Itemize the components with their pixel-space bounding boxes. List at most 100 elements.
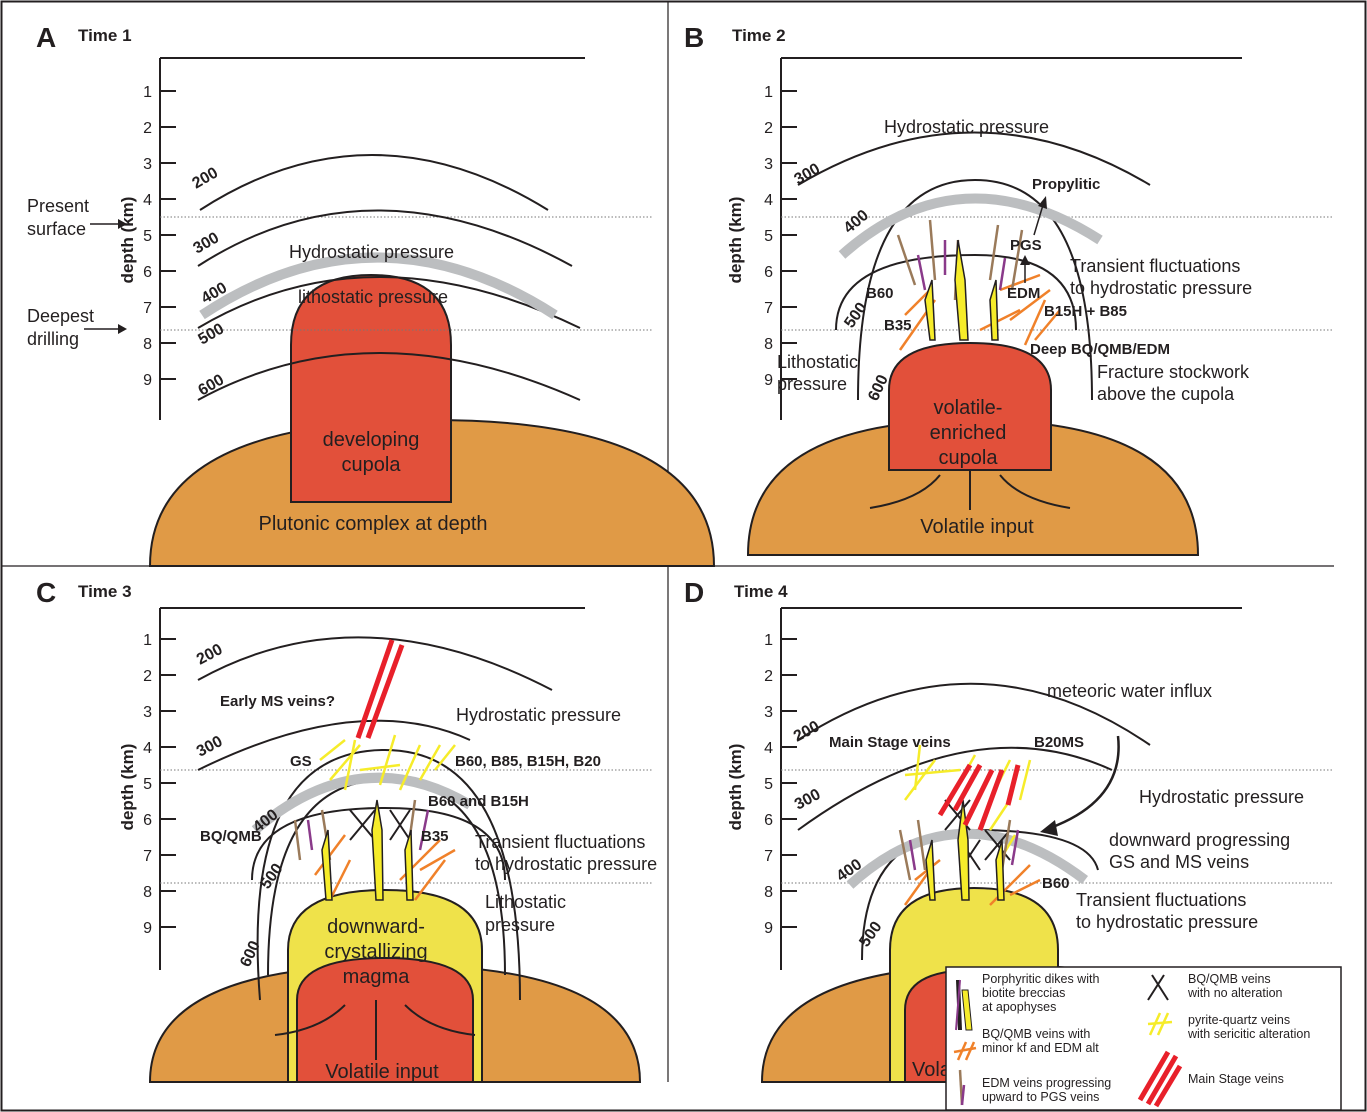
- propylitic-label: Propylitic: [1032, 176, 1100, 193]
- panel-time: Time 2: [732, 26, 786, 45]
- depth-tick: 3: [143, 156, 152, 173]
- magma-label-2: crystallizing: [324, 941, 427, 963]
- drilling-label-2: drilling: [27, 329, 79, 349]
- transient-label-2: to hydrostatic pressure: [1070, 278, 1252, 298]
- depth-tick: 8: [764, 884, 773, 901]
- magma-label-1: downward-: [327, 916, 425, 938]
- depth-tick: 9: [143, 372, 152, 389]
- bq-qmb-label: BQ/QMB: [200, 828, 262, 845]
- depth-tick: 9: [764, 920, 773, 937]
- depth-tick: 4: [764, 192, 773, 209]
- gs-label: GS: [290, 753, 312, 770]
- legend-dikes-2: biotite breccias: [982, 986, 1065, 1000]
- hydrostatic-label: Hydrostatic pressure: [884, 117, 1049, 137]
- present-label-1: Present: [27, 196, 89, 216]
- magma-label-3: magma: [343, 966, 411, 988]
- drilling-arrow-head: [118, 324, 127, 334]
- depth-tick: 1: [143, 84, 152, 101]
- main-stage-label: Main Stage veins: [829, 734, 951, 751]
- isotherm-label: 200: [194, 641, 226, 669]
- edm-label: EDM: [1007, 285, 1040, 302]
- depth-tick: 9: [143, 920, 152, 937]
- legend-dikes-3: at apophyses: [982, 1000, 1056, 1014]
- b60-b15h-label: B60 and B15H: [428, 793, 529, 810]
- isotherm-label: 200: [791, 718, 823, 746]
- panel-letter: C: [36, 577, 56, 608]
- depth-tick: 4: [764, 740, 773, 757]
- legend-bq-minor-1: BQ/QMB veins with: [982, 1027, 1090, 1041]
- isotherm-label: 200: [190, 164, 222, 192]
- legend-pyrite-2: with sericitic alteration: [1187, 1027, 1310, 1041]
- volatile-input-label: Volatile input: [920, 516, 1034, 538]
- legend-ms: Main Stage veins: [1188, 1072, 1284, 1086]
- b20ms-label: B20MS: [1034, 734, 1084, 751]
- deep-label: Deep BQ/QMB/EDM: [1030, 341, 1170, 358]
- depth-tick: 8: [143, 884, 152, 901]
- panel-letter: A: [36, 22, 56, 53]
- fracture-label-2: above the cupola: [1097, 384, 1235, 404]
- legend-bq-none-1: BQ/QMB veins: [1188, 972, 1271, 986]
- depth-tick: 2: [143, 120, 152, 137]
- depth-tick: 3: [143, 704, 152, 721]
- b60-label: B60: [866, 285, 894, 302]
- transient-label-1: Transient fluctuations: [475, 832, 645, 852]
- b15h-b85-label: B15H + B85: [1044, 303, 1127, 320]
- depth-axis-label: depth (km): [726, 744, 745, 831]
- legend-edm-2: upward to PGS veins: [982, 1090, 1099, 1104]
- cupola-label-1: volatile-: [934, 397, 1003, 419]
- depth-tick: 7: [143, 848, 152, 865]
- pgs-label: PGS: [1010, 237, 1042, 254]
- present-label-2: surface: [27, 219, 86, 239]
- transient-label-1: Transient fluctuations: [1076, 890, 1246, 910]
- lithostatic-label-1: Lithostatic: [777, 352, 858, 372]
- depth-tick: 5: [143, 228, 152, 245]
- depth-tick: 2: [143, 668, 152, 685]
- depth-tick: 6: [143, 264, 152, 281]
- depth-tick: 8: [764, 336, 773, 353]
- depth-tick: 9: [764, 372, 773, 389]
- legend-pyrite-1: pyrite-quartz veins: [1188, 1013, 1290, 1027]
- transient-label-2: to hydrostatic pressure: [1076, 912, 1258, 932]
- depth-tick: 7: [764, 300, 773, 317]
- depth-tick: 6: [764, 812, 773, 829]
- depth-tick: 4: [143, 192, 152, 209]
- depth-tick: 5: [764, 776, 773, 793]
- lithostatic-label-1: Lithostatic: [485, 892, 566, 912]
- legend-bq-none-2: with no alteration: [1187, 986, 1283, 1000]
- depth-tick: 2: [764, 120, 773, 137]
- panel-letter: B: [684, 22, 704, 53]
- depth-tick: 7: [764, 848, 773, 865]
- legend-bq-minor-2: minor kf and EDM alt: [982, 1041, 1099, 1055]
- lithostatic-label-2: pressure: [777, 374, 847, 394]
- early-ms-label: Early MS veins?: [220, 693, 335, 710]
- depth-tick: 4: [143, 740, 152, 757]
- depth-tick: 6: [143, 812, 152, 829]
- isotherm-label: 600: [196, 371, 228, 399]
- isotherm-label: 300: [792, 786, 824, 814]
- panel-b: B Time 2 volatile- enriched cupola Volat…: [684, 22, 1334, 555]
- depth-tick: 3: [764, 704, 773, 721]
- volatile-input-label: Volatile input: [325, 1061, 439, 1083]
- panel-letter: D: [684, 577, 704, 608]
- arrow-head: [1040, 820, 1058, 836]
- hydrostatic-label: Hydrostatic pressure: [289, 242, 454, 262]
- lithostatic-label-2: pressure: [485, 915, 555, 935]
- depth-tick: 5: [143, 776, 152, 793]
- panel-time: Time 1: [78, 26, 132, 45]
- transient-label-2: to hydrostatic pressure: [475, 854, 657, 874]
- meteoric-label: meteoric water influx: [1047, 681, 1212, 701]
- isotherm-label: 500: [856, 919, 885, 951]
- panel-d: D Time 4 Vola 1 2 3 4 5 6 7 8 9 depth (k…: [684, 577, 1341, 1110]
- legend: Porphyritic dikes with biotite breccias …: [946, 967, 1341, 1110]
- b35-label: B35: [421, 828, 449, 845]
- depth-tick: 5: [764, 228, 773, 245]
- panel-time: Time 3: [78, 582, 132, 601]
- depth-tick: 1: [764, 632, 773, 649]
- depth-tick: 8: [143, 336, 152, 353]
- vein-stockwork: [900, 745, 1040, 905]
- hydrostatic-label: Hydrostatic pressure: [456, 705, 621, 725]
- isotherm-label: 600: [237, 938, 264, 969]
- lithostatic-label: lithostatic pressure: [298, 287, 448, 307]
- isotherm-label: 500: [841, 300, 870, 332]
